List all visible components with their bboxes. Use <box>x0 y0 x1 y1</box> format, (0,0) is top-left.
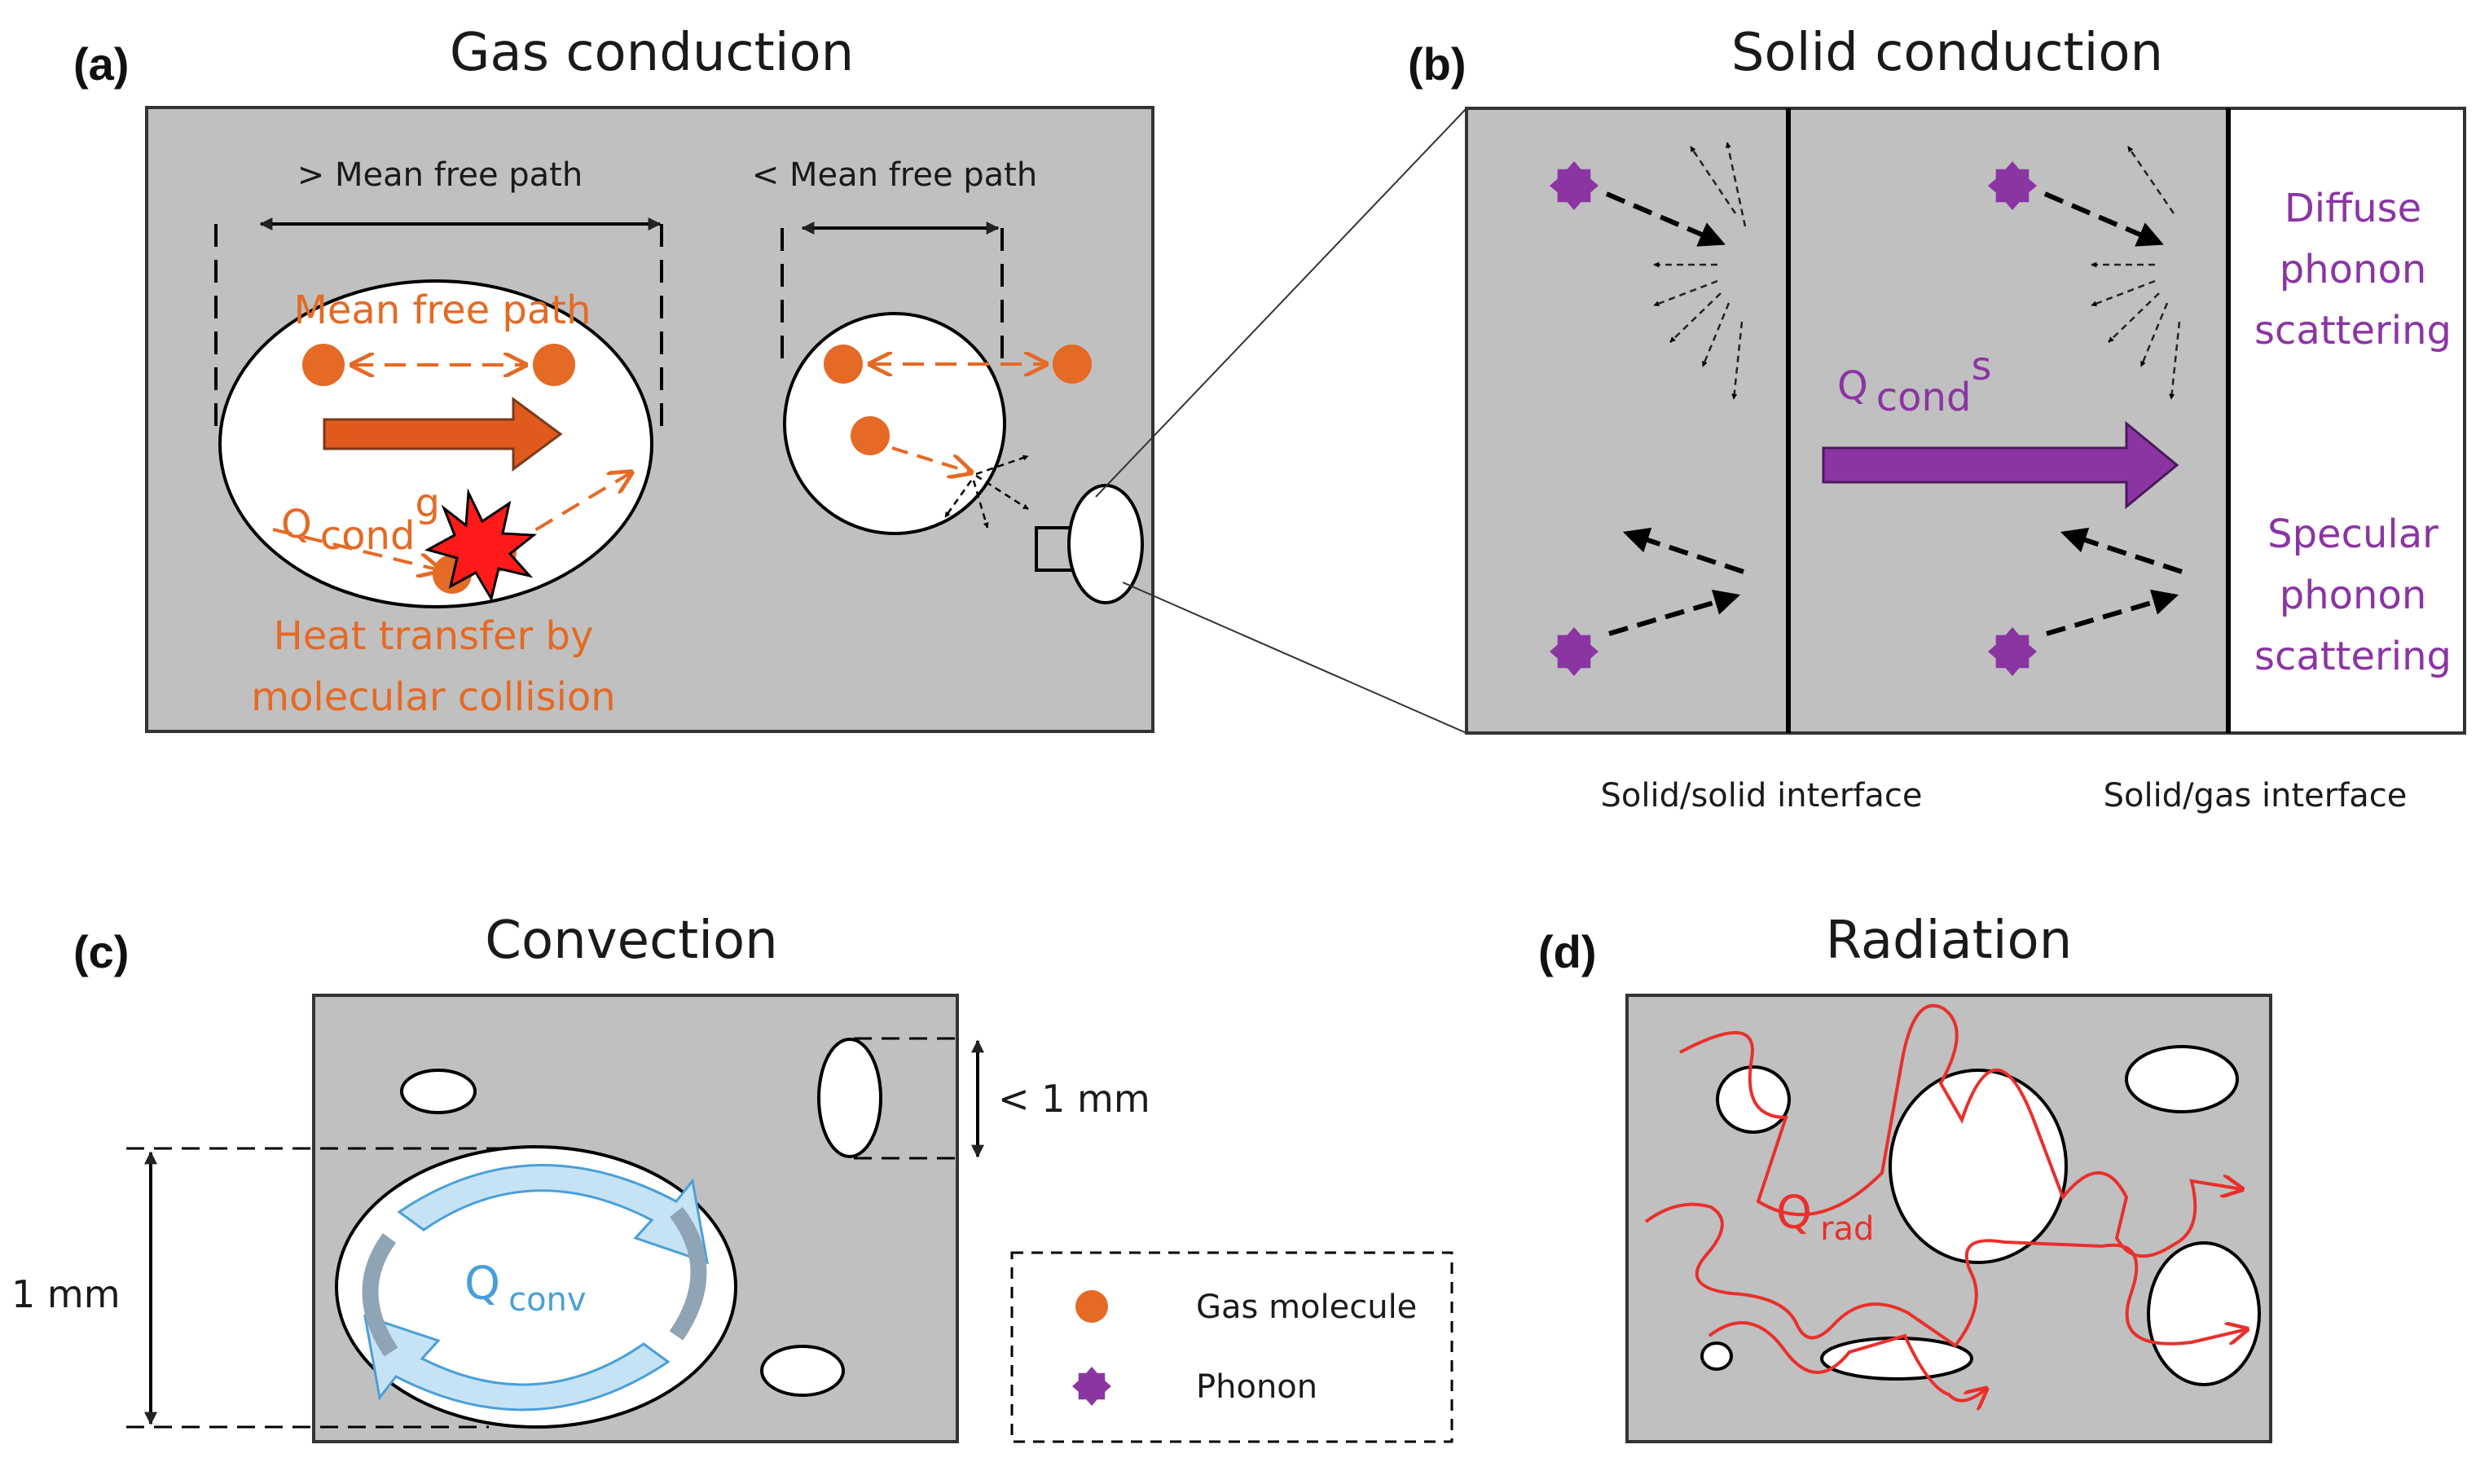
pore-tiny <box>1700 1341 1733 1371</box>
heat-flow-arrow-gas <box>323 397 563 472</box>
panel-d-title: Radiation <box>1826 911 2073 971</box>
solid-gas-interface-label: Solid/gas interface <box>2104 777 2408 814</box>
phonon-incident-arrow <box>1608 589 1741 636</box>
gas-region <box>2228 108 2465 733</box>
diffuse-scatter-arrows-left <box>1653 142 1747 400</box>
panel-a: (a) Gas conduction > Mean free path Mean… <box>73 23 1467 734</box>
panel-b: (b) Solid conduction <box>1408 23 2466 814</box>
convection-arrow-bottom <box>363 1314 671 1412</box>
scatter-arrows <box>943 454 1029 529</box>
gas-molecule <box>302 344 345 386</box>
legend-gas-label: Gas molecule <box>1196 1289 1417 1326</box>
narrow-range-label: < Mean free path <box>752 156 1037 194</box>
caption-left-line2: molecular collision <box>251 674 615 720</box>
legend-phonon-label: Phonon <box>1196 1368 1317 1406</box>
zoom-line-bottom <box>1122 582 1467 734</box>
phonon-reflected-arrow <box>2060 527 2183 574</box>
legend-box <box>1010 1251 1453 1443</box>
solid-grain-area <box>1467 108 2228 733</box>
panel-c-title: Convection <box>485 911 777 971</box>
heat-flow-arrow-solid <box>1822 420 2179 510</box>
panel-c-label: (c) <box>73 926 129 977</box>
diffuse-line1: Diffuse <box>2285 186 2421 231</box>
big-dim-label: 1 mm <box>11 1272 121 1316</box>
radiation-ray <box>1708 1321 1986 1401</box>
small-dim-label: < 1 mm <box>998 1077 1150 1121</box>
radiation-ray <box>1644 1202 2247 1348</box>
panel-a-label: (a) <box>73 38 129 90</box>
gas-molecule <box>851 416 890 455</box>
specular-line1: Specular <box>2267 511 2438 557</box>
zoom-line-top <box>1095 108 1467 498</box>
convection-shade-left <box>362 1233 398 1357</box>
radiation-ray <box>1679 1003 2242 1258</box>
diffuse-scatter-arrows-right <box>2091 146 2181 400</box>
convection-shade-right <box>669 1206 707 1341</box>
zoom-pore <box>1067 484 1144 604</box>
panel-b-title: Solid conduction <box>1731 23 2163 83</box>
caption-left-line1: Heat transfer by <box>274 613 594 659</box>
pore <box>2147 1241 2261 1386</box>
small-pore <box>783 312 1006 535</box>
phonon-incident-arrow <box>1605 191 1726 247</box>
legend-gas-marker <box>1075 1290 1108 1323</box>
collision-arrow-in <box>272 528 440 570</box>
gas-molecule <box>824 345 863 384</box>
pore <box>760 1345 845 1397</box>
panel-a-title: Gas conduction <box>450 23 854 83</box>
pore-large <box>1889 1069 2068 1264</box>
solid-solid-interface-label: Solid/solid interface <box>1601 777 1923 814</box>
panel-b-frame <box>1465 107 2466 735</box>
diffuse-line3: scattering <box>2254 308 2452 353</box>
phonon-reflected-arrow <box>1622 527 1744 574</box>
phonon-incident-arrow <box>2046 589 2179 636</box>
panel-b-label: (b) <box>1408 38 1467 90</box>
inner-mfp-label: Mean free path <box>293 288 591 333</box>
radiation-rays <box>1644 1003 2247 1401</box>
diffuse-line2: phonon <box>2280 247 2426 292</box>
convection-arrow-top <box>397 1164 709 1265</box>
pore-small-measured <box>817 1038 882 1158</box>
collision-arrow-out <box>508 472 631 547</box>
collision-burst-icon <box>424 488 538 602</box>
gas-molecule <box>533 344 575 386</box>
specular-line3: scattering <box>2254 634 2452 679</box>
specular-line2: phonon <box>2280 573 2426 618</box>
panel-d-label: (d) <box>1538 926 1597 977</box>
wide-range-label: > Mean free path <box>297 156 583 194</box>
gas-molecule <box>1053 345 1092 384</box>
phonon-incident-arrow <box>2043 191 2164 247</box>
wall-hit-arrow <box>891 446 971 472</box>
pore <box>400 1069 477 1114</box>
pore <box>2125 1045 2239 1113</box>
